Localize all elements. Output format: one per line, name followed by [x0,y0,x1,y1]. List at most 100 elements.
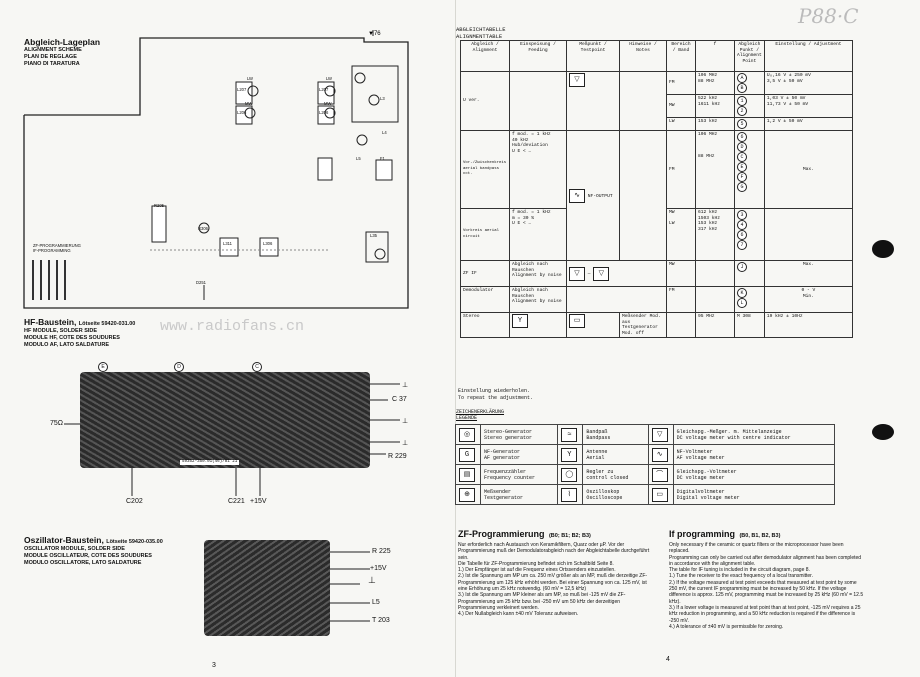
legend-text: Frequenzzähler [484,468,527,475]
testpoint-cell-uver: ▽ [566,71,620,131]
left-page-number: 3 [212,662,216,669]
freq-value: 1611 kHz [698,101,721,107]
legend-text: Bandpaß [586,428,608,435]
if-en-para: 1.) Tune the receiver to the exact frequ… [669,573,813,580]
band-cell: LW [666,117,696,131]
plan-title-it: PIANO DI TARATURA [24,61,80,67]
plan-component-l311: L311 [223,241,233,246]
antenna-icon: Y [561,447,578,462]
osc-line-en: OSCILLATOR MODULE, SOLDER SIDE [24,546,125,552]
feeding-cell-stereo: Y [509,312,567,338]
legend-text: Oszilloskop [586,488,620,495]
legend-icon-cell: ▽ [647,424,674,445]
alignment-point: 7 [737,240,747,250]
legend-text: DC voltage meter [676,474,725,481]
test-generator-icon: ⊕ [459,487,475,502]
plan-title-de: Abgleich-Lageplan [24,37,101,47]
hf-line-en: HF MODULE, SOLDER SIDE [24,328,98,334]
row-label-bandpass: Vor-/Zwischenkreis aerial bandpass cct. [460,130,510,209]
zf-de-para: 4.) Der Nullabgleich kann ±40 mV Toleran… [458,611,579,618]
legend-icon-cell: ≈ [557,424,584,445]
freq-value: 1503 kHz [698,215,721,221]
legend-text: AF generator [484,454,521,461]
header-testpoint: Meßpunkt / Testpoint [566,40,620,72]
alignment-point: K [737,288,747,298]
legend-text: Antenne [586,448,608,455]
adj-value: 3,5 V ± 50 mV [766,78,803,84]
row-label-aerial: Vorkreis aerial circuit [460,208,510,261]
header-band: Bereich / Band [666,40,696,72]
header-point: Abgleich Punkt / Alignment Point [734,40,765,72]
row-label-uver: U ver. [460,71,510,131]
alignment-point: D [737,142,747,152]
legend-icon-cell: ◯ [557,464,584,485]
control-closed-icon: ◯ [561,467,578,482]
alignment-point: E [737,162,747,172]
alignment-point: 6 [737,132,747,142]
plan-component-mw2: MW [324,101,332,106]
hf-point-c: C [252,362,262,372]
legend-text: control closed [586,474,629,481]
adj-value: 0 - V [801,288,816,293]
table-title: ABGLEICHTABELLE ALIGNMENTTABLE [456,26,506,40]
alignment-point: 3 [737,210,747,220]
adj-cell: Max. [763,260,854,287]
table-header-row: Abgleich / Alignment Einspeisung / Feedi… [460,40,854,72]
freq-value: 106 MHz [698,73,718,78]
alignment-point: F [737,172,747,182]
row-label-if: ZF IF [460,260,510,287]
hf-line-fr: MODULE HF, COTE DES SOUDURES [24,335,120,341]
right-page-number: 4 [666,656,670,663]
watermark: www.radiofans.cn [160,318,305,335]
freq-cell: 95 MHz [695,312,735,338]
legend-text: AF voltage meter [676,454,725,461]
plan-component-lw2: LW [326,76,332,81]
repeat-note: Einstellung wiederholen. To repeat the a… [458,388,533,401]
corner-mark: P88·C [798,4,859,28]
svg-text:⊥: ⊥ [402,418,408,425]
legend-text: Oscilloscope [586,494,623,501]
svg-text:▼76: ▼76 [368,31,381,37]
punch-hole [872,240,894,258]
alignment-point: G [737,182,747,192]
alignment-point: 5 [737,119,747,129]
plan-component-l3: L3 [380,96,385,101]
digital-voltmeter-icon: ▭ [569,314,585,328]
alignment-point: B [737,83,747,93]
hf-title: HF-Baustein, Lötseite 59420-031.00 [24,317,136,328]
legend-text: Meßsender [484,488,512,495]
legend-text: Bandpass [586,434,611,441]
dc-meter-icon: ▽ [569,266,585,281]
plan-component-r306: R306 [198,226,209,231]
hf-board-number: 59352-350.01(46)/81 21 [180,460,240,465]
legend-icon-cell: ◎ [455,424,481,445]
hf-leader-lines: ⊥ ⊥ ⊥ [64,382,408,496]
freq-value: 612 kHz [698,210,718,215]
testpoint-label: NF-OUTPUT [587,193,613,199]
point-cell: J [734,260,765,287]
plan-component-l207b: L207 [319,87,329,92]
legend-icon-cell: G [455,444,481,465]
plan-component-l206a: L206 [237,110,247,115]
alignment-board-outline: ▼76 [23,30,409,309]
frequency-counter-icon: ▤ [459,467,475,482]
plan-component-mw1: MW [245,101,253,106]
legend-icon-cell: Y [557,444,584,465]
antenna-icon: Y [512,314,528,328]
legend-icon-cell: ⌒ [647,464,674,485]
feeding-line: Abgleich nach Rauschen [512,262,548,273]
alignment-point: C [737,152,747,162]
hf-label-75ohm: 75Ω [50,420,64,427]
if-testpoint-cell: ▽ — ▽ [566,260,667,287]
digital-voltmeter-icon: ▭ [651,487,668,502]
